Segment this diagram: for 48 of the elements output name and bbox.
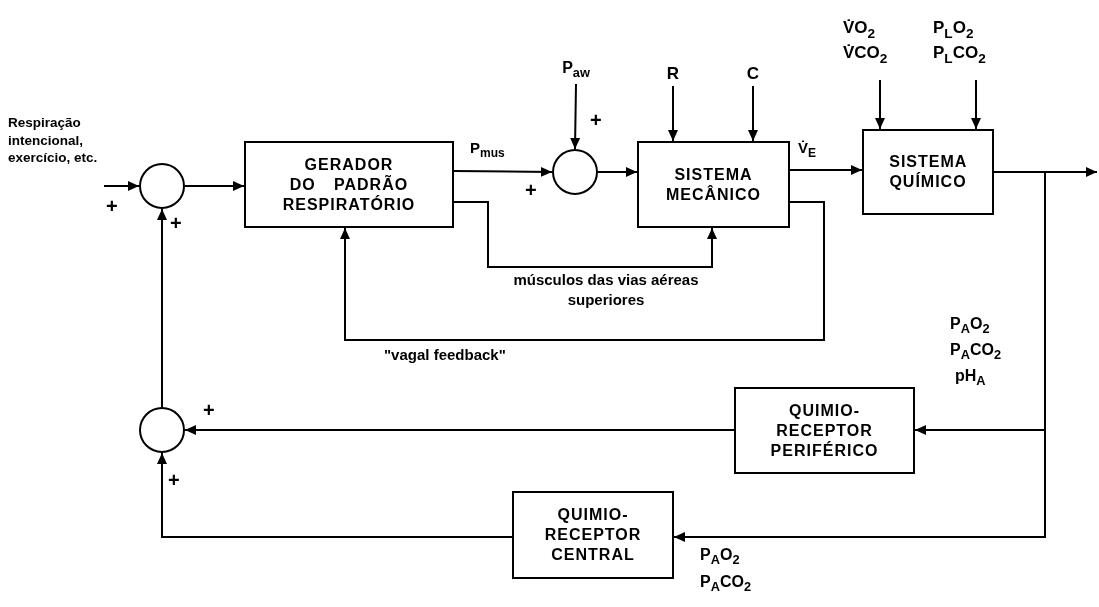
signal-label: P$_{A}$O$_{2}$: [700, 547, 740, 568]
input-label: V̇CO$_{2}$: [843, 42, 888, 68]
process-box: [512, 491, 674, 579]
box-label: QUIMIO- RECEPTOR CENTRAL: [544, 505, 642, 565]
plus-sign: +: [525, 180, 537, 200]
process-box: [244, 141, 454, 228]
plus-sign: +: [203, 400, 215, 420]
input-label: P$_{aw}$: [562, 57, 590, 83]
arrow: [971, 79, 981, 130]
arrow: [570, 83, 581, 150]
arrow: [184, 181, 245, 191]
arrow: [157, 208, 167, 408]
input-label: P$_{L}$O$_{2}$: [933, 16, 974, 42]
arrow: [453, 201, 717, 268]
arrow: [453, 166, 553, 177]
signal-label: pH$_{A}$: [955, 368, 986, 389]
plus-sign: +: [170, 213, 182, 233]
signal-label: P$_{A}$CO$_{2}$: [700, 574, 752, 595]
arrow: [668, 85, 678, 142]
arrow: [789, 165, 863, 175]
arrow: [748, 85, 758, 142]
box-label: SISTEMA QUÍMICO: [889, 152, 967, 192]
input-label: V̇O$_{2}$: [843, 16, 876, 42]
process-box: [637, 141, 790, 228]
input-label: C: [746, 62, 760, 85]
process-box: [862, 129, 994, 215]
summing-junction: [139, 163, 185, 209]
plus-sign: +: [590, 110, 602, 130]
arrow: [340, 201, 825, 341]
process-box: [734, 387, 915, 474]
box-label: GERADOR DO PADRÃO RESPIRATÓRIO: [282, 154, 416, 215]
signal-label: P$_{A}$CO$_{2}$: [950, 342, 1002, 363]
input-label: P$_{L}$CO$_{2}$: [933, 42, 986, 68]
plus-sign: +: [106, 196, 118, 216]
arrow: [673, 171, 1046, 542]
input-label: R: [666, 62, 680, 85]
summing-junction: [552, 149, 598, 195]
arrow: [184, 425, 735, 435]
summing-junction: [139, 407, 185, 453]
box-label: QUIMIO- RECEPTOR PERIFÉRICO: [770, 400, 879, 461]
plus-sign: +: [168, 470, 180, 490]
signal-label: P$_{A}$O$_{2}$: [950, 316, 990, 337]
arrow: [597, 167, 638, 177]
box-label: SISTEMA MECÂNICO: [665, 164, 762, 205]
arrow: [157, 452, 513, 538]
arrow: [875, 79, 885, 130]
input-label: Respiração intencional, exercício, etc.: [8, 114, 99, 167]
arrow: [103, 181, 140, 191]
